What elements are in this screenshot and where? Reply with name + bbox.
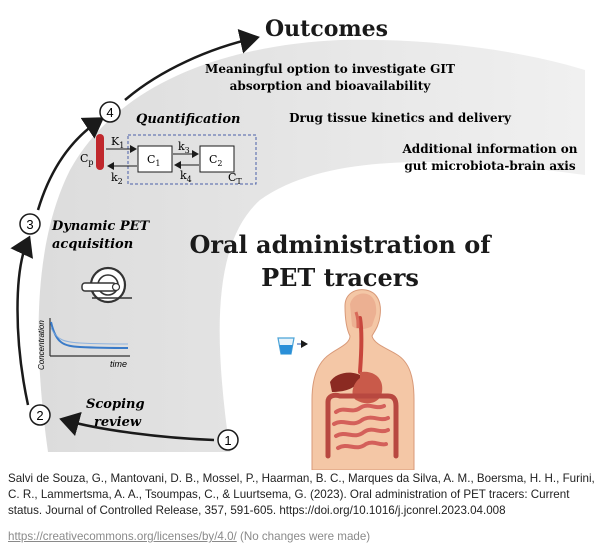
compartment-model: Cp K1 k2 k3 k4 C1 C2 CT xyxy=(80,134,257,186)
cp-label: Cp xyxy=(80,152,94,167)
step-4-badge: 4 xyxy=(99,101,121,123)
plot-ylabel: Concentration xyxy=(37,320,46,370)
step-1-number: 1 xyxy=(224,433,231,448)
c1-label: C1 xyxy=(147,153,161,168)
outcome-line-2: absorption and bioavailability xyxy=(230,79,432,93)
scoping-label-1: Scoping xyxy=(86,397,145,412)
figure-caption: Salvi de Souza, G., Mantovani, D. B., Mo… xyxy=(8,471,596,519)
scoping-label-2: review xyxy=(94,415,142,430)
drink-glass-icon xyxy=(277,337,308,355)
pet-scanner-icon xyxy=(81,266,132,304)
c2-label: C2 xyxy=(209,153,223,168)
k2-label: k2 xyxy=(111,171,123,186)
step-4-number: 4 xyxy=(106,105,113,120)
citation-text: Salvi de Souza, G., Mantovani, D. B., Mo… xyxy=(8,472,595,517)
license-note: (No changes were made) xyxy=(236,530,371,543)
step-1-badge: 1 xyxy=(217,429,239,451)
k4-label: k4 xyxy=(180,169,192,184)
arrow-step3-to-4 xyxy=(36,117,105,211)
tissue-dashed-box xyxy=(127,134,257,185)
quantification-label: Quantification xyxy=(136,112,240,127)
license-link[interactable]: https://creativecommons.org/licenses/by/… xyxy=(8,530,237,543)
center-title-line-2: PET tracers xyxy=(261,263,419,292)
k1-label: K1 xyxy=(111,135,124,150)
step-2-number: 2 xyxy=(36,408,43,423)
k3-label: k3 xyxy=(178,140,190,155)
outcome-line-5: gut microbiota-brain axis xyxy=(404,159,575,173)
gray-arc-band xyxy=(38,39,586,452)
step-3-badge: 3 xyxy=(19,213,41,235)
center-title-line-1: Oral administration of xyxy=(189,230,492,259)
c2-box xyxy=(199,145,235,173)
step-2-badge: 2 xyxy=(29,404,51,426)
figure-diagram: 1 2 3 4 Outcomes Meaningful option to in… xyxy=(10,16,586,470)
outcome-line-1: Meaningful option to investigate GIT xyxy=(205,62,455,76)
ct-label: CT xyxy=(228,171,242,186)
outcomes-title: Outcomes xyxy=(265,16,388,42)
c1-box xyxy=(137,145,173,173)
outcome-line-4: Additional information on xyxy=(402,142,578,156)
arrow-step1-to-2 xyxy=(59,411,215,442)
license-line: https://creativecommons.org/licenses/by/… xyxy=(8,530,370,543)
plasma-bar xyxy=(96,134,104,170)
step-3-number: 3 xyxy=(26,217,33,232)
plot-xlabel: time xyxy=(110,359,127,369)
time-activity-plot: Concentration time xyxy=(37,318,130,370)
dynamic-pet-label-1: Dynamic PET xyxy=(51,219,151,234)
arrow-step2-to-3 xyxy=(10,235,34,406)
arrow-step4-to-outcomes xyxy=(124,29,260,101)
human-digestive-system-illustration xyxy=(311,289,415,470)
dynamic-pet-label-2: acquisition xyxy=(52,237,133,252)
outcome-line-3: Drug tissue kinetics and delivery xyxy=(289,111,512,125)
